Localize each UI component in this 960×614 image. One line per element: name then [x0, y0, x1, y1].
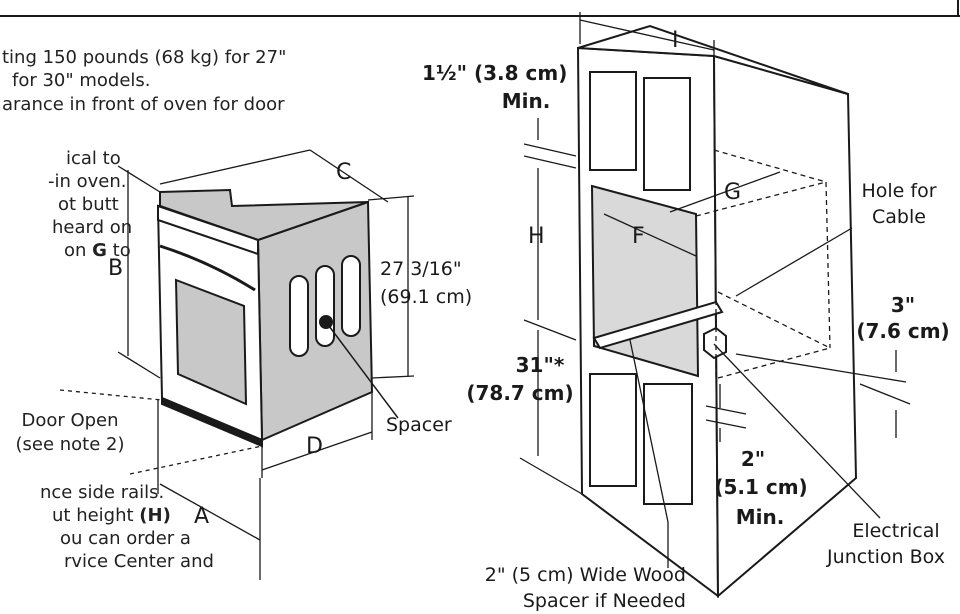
junction-label-1: Electrical: [852, 520, 940, 542]
note-line-3: arance in front of oven for door: [2, 94, 285, 115]
oven-window: [174, 278, 248, 406]
oven-drawing: [156, 188, 399, 448]
cabinet-top: [577, 24, 849, 95]
junction-label-2: Junction Box: [827, 546, 945, 568]
side-clear-in: 3": [890, 293, 916, 317]
top-clearance-in: 1½" (3.8 cm): [422, 61, 568, 85]
label-b: B: [108, 256, 124, 281]
low-clear-in: 2": [740, 447, 766, 471]
label-d: D: [306, 434, 323, 459]
hole-label-1: Hole for: [861, 180, 937, 202]
label-g: G: [724, 180, 742, 205]
side-recess-1: [289, 275, 309, 357]
note-line-8-pre: on: [64, 240, 93, 261]
upper-door-left: [589, 71, 637, 171]
note-line-9: nce side rails.: [40, 482, 165, 503]
hole-label-2: Cable: [872, 206, 926, 228]
side-recess-2: [315, 265, 335, 347]
side-clear-cm: (7.6 cm): [856, 319, 950, 343]
note-line-8-post: to: [106, 240, 131, 261]
note-line-7: heard on: [52, 217, 133, 238]
note-line-11: ou can order a: [60, 528, 191, 549]
upper-door-right: [643, 77, 691, 191]
note-line-10: ut height (H): [52, 505, 171, 527]
bottom-height-in: 31"*: [515, 353, 565, 377]
top-clearance-min: Min.: [501, 89, 551, 113]
low-clear-min: Min.: [735, 505, 785, 529]
note-line-1: ting 150 pounds (68 kg) for 27": [2, 47, 287, 68]
note-line-4: ical to: [66, 148, 121, 169]
oven-height-in: 27 3/16": [380, 258, 462, 280]
note-line-2: for 30" models.: [12, 70, 151, 91]
oven-handle: [159, 244, 256, 292]
label-f: F: [632, 224, 645, 249]
spacer-label: Spacer: [386, 414, 452, 436]
cabinet-dimensions: [519, 12, 911, 568]
label-c: C: [336, 160, 352, 185]
label-a: A: [194, 504, 210, 529]
cabinet-hidden-lines: [695, 149, 831, 380]
bottom-height-cm: (78.7 cm): [466, 381, 574, 405]
cabinet-cutout: [590, 184, 700, 378]
see-note-label: (see note 2): [15, 434, 125, 455]
oven-dimensions: [59, 149, 415, 580]
label-i: I: [672, 28, 679, 53]
note-line-8: on G to: [64, 240, 131, 262]
note-line-8-bold: G: [92, 240, 107, 261]
oven-control-strip: [157, 204, 259, 256]
label-h: H: [528, 224, 545, 249]
note-line-10-bold: (H): [139, 505, 171, 526]
spacer-leader: [325, 321, 399, 419]
wood-spacer-label-2: Spacer if Needed: [522, 590, 686, 612]
lower-door-left: [589, 373, 637, 487]
door-open-label: Door Open: [21, 410, 119, 431]
side-recess-3: [341, 255, 361, 337]
wood-spacer-bar: [592, 300, 724, 350]
cabinet-drawing: [576, 24, 858, 599]
wood-spacer-label-1: 2" (5 cm) Wide Wood: [484, 564, 686, 586]
note-line-6: ot butt: [58, 194, 119, 215]
note-line-12: rvice Center and: [64, 551, 214, 572]
low-clear-cm: (5.1 cm): [714, 475, 808, 499]
note-line-5: -in oven.: [48, 171, 127, 192]
oven-height-cm: (69.1 cm): [380, 286, 473, 308]
note-line-10-pre: ut height: [52, 505, 140, 526]
